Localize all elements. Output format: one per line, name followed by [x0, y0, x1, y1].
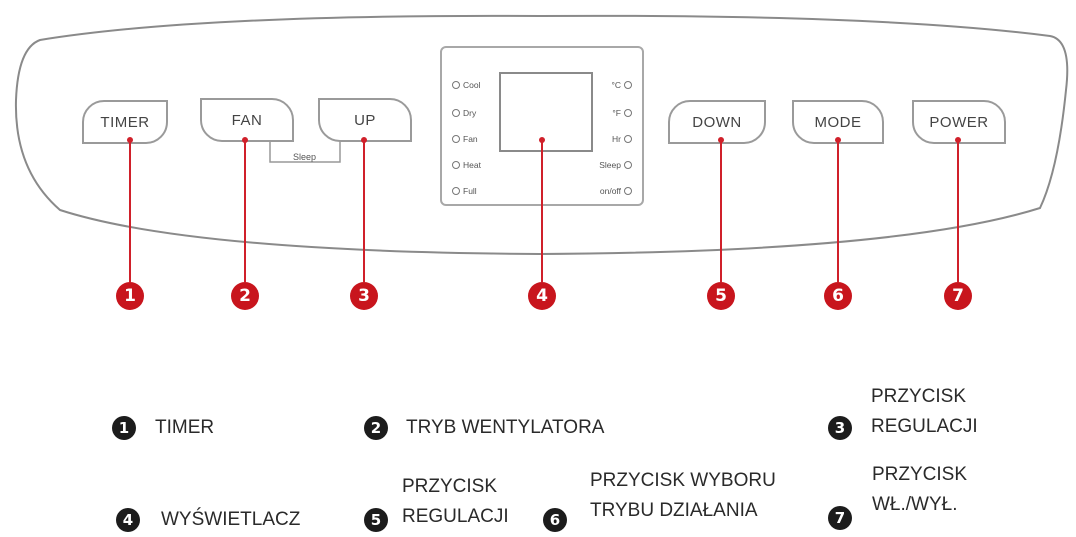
- led-icon: [624, 109, 632, 117]
- power-button[interactable]: POWER: [912, 100, 1006, 144]
- led-icon: [452, 135, 460, 143]
- power-button-label: POWER: [929, 113, 989, 131]
- indicator-fahrenheit: °F: [612, 108, 632, 118]
- callout-number-3: 3: [350, 282, 378, 310]
- led-icon: [624, 135, 632, 143]
- mode-button[interactable]: MODE: [792, 100, 884, 144]
- legend-line: REGULACJI: [871, 416, 978, 437]
- legend-badge-1: 1: [112, 416, 136, 440]
- fan-button[interactable]: FAN: [200, 98, 294, 142]
- indicator-dry: Dry: [452, 108, 476, 118]
- callout-number-2: 2: [231, 282, 259, 310]
- callout-number-5: 5: [707, 282, 735, 310]
- callout-line-2: [244, 142, 246, 282]
- legend-line: TRYBU DZIAŁANIA: [590, 500, 758, 521]
- legend-badge-7: 7: [828, 506, 852, 530]
- legend-text-4: WYŚWIETLACZ: [161, 505, 300, 535]
- callout-line-7: [957, 142, 959, 282]
- indicator-label: Full: [463, 186, 477, 196]
- callout-dot-2: [242, 137, 248, 143]
- callout-line-3: [363, 142, 365, 282]
- legend-text-7: PRZYCISK WŁ./WYŁ.: [872, 460, 967, 520]
- indicator-heat: Heat: [452, 160, 481, 170]
- legend-line: PRZYCISK WYBORU: [590, 470, 776, 491]
- indicator-cool: Cool: [452, 80, 480, 90]
- led-icon: [452, 161, 460, 169]
- callout-dot-4: [539, 137, 545, 143]
- legend-line: PRZYCISK: [402, 476, 498, 497]
- legend-line: TIMER: [155, 417, 215, 438]
- callout-line-5: [720, 142, 722, 282]
- sleep-label: Sleep: [293, 152, 317, 162]
- legend-badge-6: 6: [543, 508, 567, 532]
- callout-number-4: 4: [528, 282, 556, 310]
- callout-line-6: [837, 142, 839, 282]
- timer-button-label: TIMER: [100, 113, 150, 131]
- legend-line: WYŚWIETLACZ: [161, 509, 301, 530]
- led-icon: [452, 187, 460, 195]
- up-button-label: UP: [354, 111, 376, 129]
- indicator-onoff: on/off: [600, 186, 632, 196]
- indicator-fan: Fan: [452, 134, 478, 144]
- legend-badge-4: 4: [116, 508, 140, 532]
- indicator-hr: Hr: [612, 134, 632, 144]
- legend-text-5: PRZYCISK REGULACJI: [402, 472, 509, 532]
- indicator-celsius: °C: [611, 80, 632, 90]
- legend-line: PRZYCISK: [871, 386, 967, 407]
- legend-line: WŁ./WYŁ.: [872, 494, 958, 515]
- callout-number-6: 6: [824, 282, 852, 310]
- legend-text-2: TRYB WENTYLATORA: [406, 413, 604, 443]
- indicator-label: °C: [611, 80, 621, 90]
- led-icon: [624, 187, 632, 195]
- legend-text-3: PRZYCISK REGULACJI: [871, 382, 978, 442]
- down-button[interactable]: DOWN: [668, 100, 766, 144]
- legend-badge-5: 5: [364, 508, 388, 532]
- legend-text-1: TIMER: [155, 413, 214, 443]
- callout-line-4: [541, 142, 543, 282]
- callout-dot-7: [955, 137, 961, 143]
- indicator-label: Heat: [463, 160, 481, 170]
- callout-dot-5: [718, 137, 724, 143]
- indicator-label: Dry: [463, 108, 477, 118]
- legend-badge-2: 2: [364, 416, 388, 440]
- indicator-label: Fan: [463, 134, 478, 144]
- up-button[interactable]: UP: [318, 98, 412, 142]
- callout-dot-3: [361, 137, 367, 143]
- led-icon: [624, 81, 632, 89]
- indicator-label: Hr: [612, 134, 621, 144]
- callout-dot-1: [127, 137, 133, 143]
- indicator-label: °F: [612, 108, 621, 118]
- callout-number-7: 7: [944, 282, 972, 310]
- display-screen: [499, 72, 593, 152]
- led-icon: [624, 161, 632, 169]
- indicator-label: Cool: [463, 80, 481, 90]
- sleep-bracket: [269, 140, 341, 163]
- callout-dot-6: [835, 137, 841, 143]
- legend-line: PRZYCISK: [872, 464, 968, 485]
- led-icon: [452, 81, 460, 89]
- legend-line: TRYB WENTYLATORA: [406, 417, 605, 438]
- indicator-sleep: Sleep: [599, 160, 632, 170]
- led-icon: [452, 109, 460, 117]
- indicator-label: on/off: [599, 186, 621, 196]
- indicator-full: Full: [452, 186, 477, 196]
- down-button-label: DOWN: [692, 113, 742, 131]
- mode-button-label: MODE: [814, 113, 862, 131]
- indicator-label: Sleep: [599, 160, 621, 170]
- legend-text-6: PRZYCISK WYBORU TRYBU DZIAŁANIA: [590, 466, 776, 526]
- legend-line: REGULACJI: [402, 506, 509, 527]
- fan-button-label: FAN: [231, 111, 263, 129]
- callout-line-1: [129, 142, 131, 282]
- callout-number-1: 1: [116, 282, 144, 310]
- legend-badge-3: 3: [828, 416, 852, 440]
- timer-button[interactable]: TIMER: [82, 100, 168, 144]
